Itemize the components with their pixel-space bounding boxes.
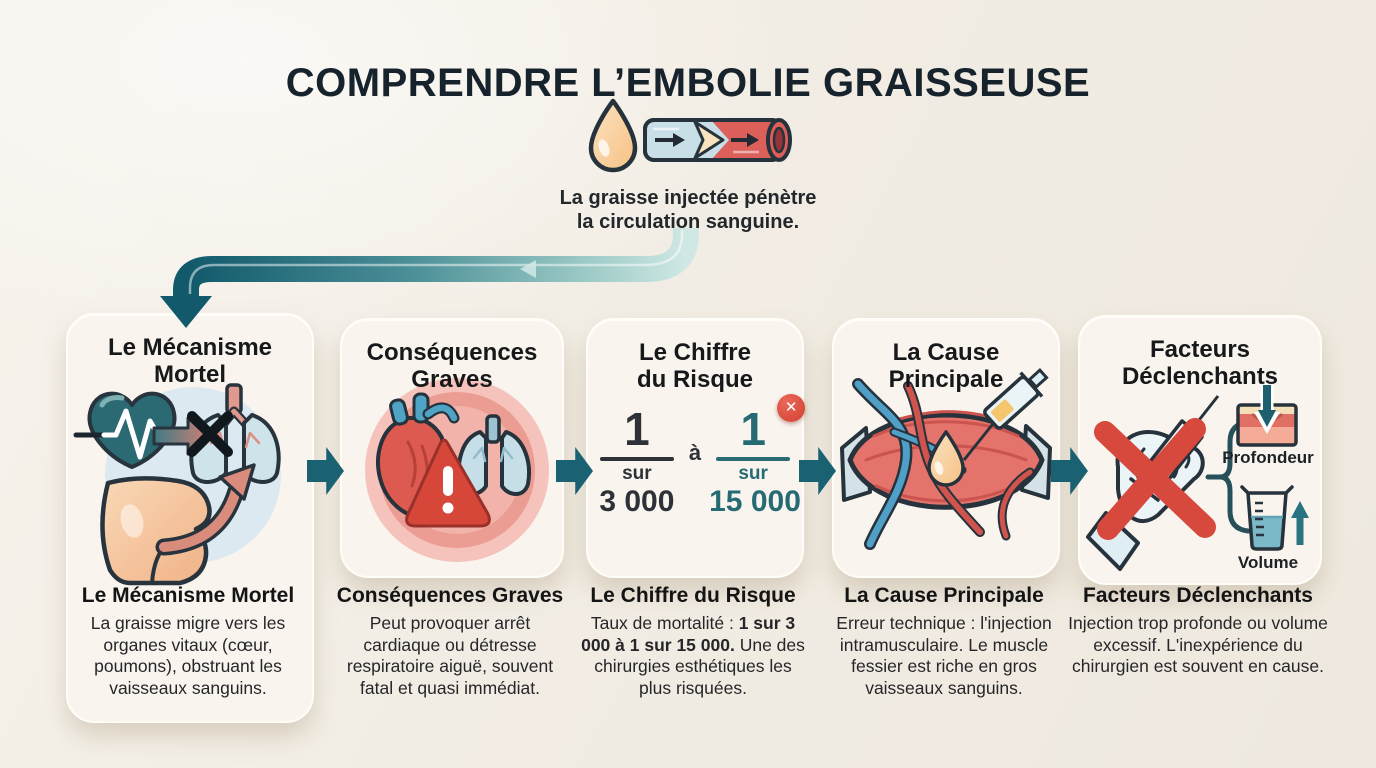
- unit-right: sur: [738, 463, 768, 484]
- numerator-right: 1: [740, 403, 766, 455]
- text-block-cause-heading: La Cause Principale: [844, 584, 1044, 607]
- card-mechanism-title: Le Mécanisme Mortel: [107, 334, 273, 388]
- denominator-left: 3 000: [599, 484, 675, 518]
- text-block-mechanism-heading: Le Mécanisme Mortel: [81, 584, 295, 607]
- card-risk: Le Chiffre du Risque 1 sur 3 000 à ✕ 1 s…: [586, 318, 806, 578]
- risk-fraction-right: ✕ 1 sur 15 000: [709, 394, 806, 519]
- fraction-bar-right: [716, 457, 791, 461]
- text-block-cause-description: Erreur technique : l'injection intramusc…: [836, 613, 1052, 699]
- card-cause-title: La Cause Principale: [888, 339, 1004, 393]
- intro-caption-line2: la circulation sanguine.: [576, 211, 800, 233]
- text-block-mechanism: Le Mécanisme Mortel La graisse migre ver…: [66, 584, 310, 700]
- text-block-consequences-description: Peut provoquer arrêt cardiaque ou détres…: [346, 613, 554, 699]
- text-block-factors-description: Injection trop profonde ou volume excess…: [1068, 613, 1328, 677]
- card-consequences-title: Conséquences Graves: [366, 339, 538, 393]
- card-factors-title: Facteurs Déclenchants: [1121, 336, 1279, 390]
- card-cause: La Cause Principale: [832, 318, 1060, 578]
- text-block-consequences: Conséquences Graves Peut provoquer arrêt…: [332, 584, 568, 700]
- text-block-factors-heading: Facteurs Déclenchants: [1083, 584, 1313, 607]
- risk-fraction-left: 1 sur 3 000: [593, 406, 681, 519]
- numerator-left: 1: [624, 403, 650, 455]
- text-block-risk: Le Chiffre du Risque Taux de mortalité :…: [578, 584, 808, 700]
- text-block-risk-heading: Le Chiffre du Risque: [590, 584, 796, 607]
- card-mechanism: Le Mécanisme Mortel: [66, 313, 314, 723]
- denominator-right: 15 000: [709, 484, 801, 518]
- crossed-syringe-hand-icon: [1086, 383, 1309, 571]
- page-title: COMPRENDRE L’EMBOLIE GRAISSEUSE: [285, 60, 1091, 105]
- fraction-connector: à: [688, 440, 702, 465]
- depth-label: Profondeur: [1222, 448, 1314, 467]
- risk-fraction: 1 sur 3 000 à ✕ 1 sur 15 000: [588, 394, 806, 519]
- fat-droplet-vessel-icon: [588, 98, 792, 173]
- heart-lungs-buttocks-icon: [73, 383, 281, 586]
- text-block-risk-description: Taux de mortalité : 1 sur 3 000 à 1 sur …: [581, 613, 805, 699]
- text-block-consequences-heading: Conséquences Graves: [336, 584, 564, 607]
- intro-caption: La graisse injectée pénètre la circulati…: [488, 186, 888, 234]
- x-mark-badge-icon: ✕: [777, 394, 806, 422]
- card-consequences: Conséquences Graves: [340, 318, 564, 578]
- skin-depth-icon: [1236, 383, 1298, 447]
- beaker-volume-icon: [1240, 485, 1309, 551]
- card-risk-title: Le Chiffre du Risque: [636, 339, 753, 393]
- next-step-arrow-icon-3: [799, 447, 836, 495]
- card-factors: Facteurs Déclenchants: [1078, 315, 1322, 585]
- flow-down-arrow-icon: [160, 228, 699, 328]
- heart-warning-lungs-icon: [365, 378, 549, 562]
- muscle-injection-icon: [840, 368, 1052, 550]
- text-block-mechanism-description: La graisse migre vers les organes vitaux…: [90, 613, 286, 699]
- text-block-cause: La Cause Principale Erreur technique : l…: [824, 584, 1064, 700]
- fraction-bar-left: [599, 457, 674, 461]
- volume-label: Volume: [1237, 553, 1299, 572]
- intro-caption-line1: La graisse injectée pénètre: [559, 187, 817, 209]
- text-block-factors: Facteurs Déclenchants Injection trop pro…: [1064, 584, 1332, 678]
- unit-left: sur: [622, 463, 652, 484]
